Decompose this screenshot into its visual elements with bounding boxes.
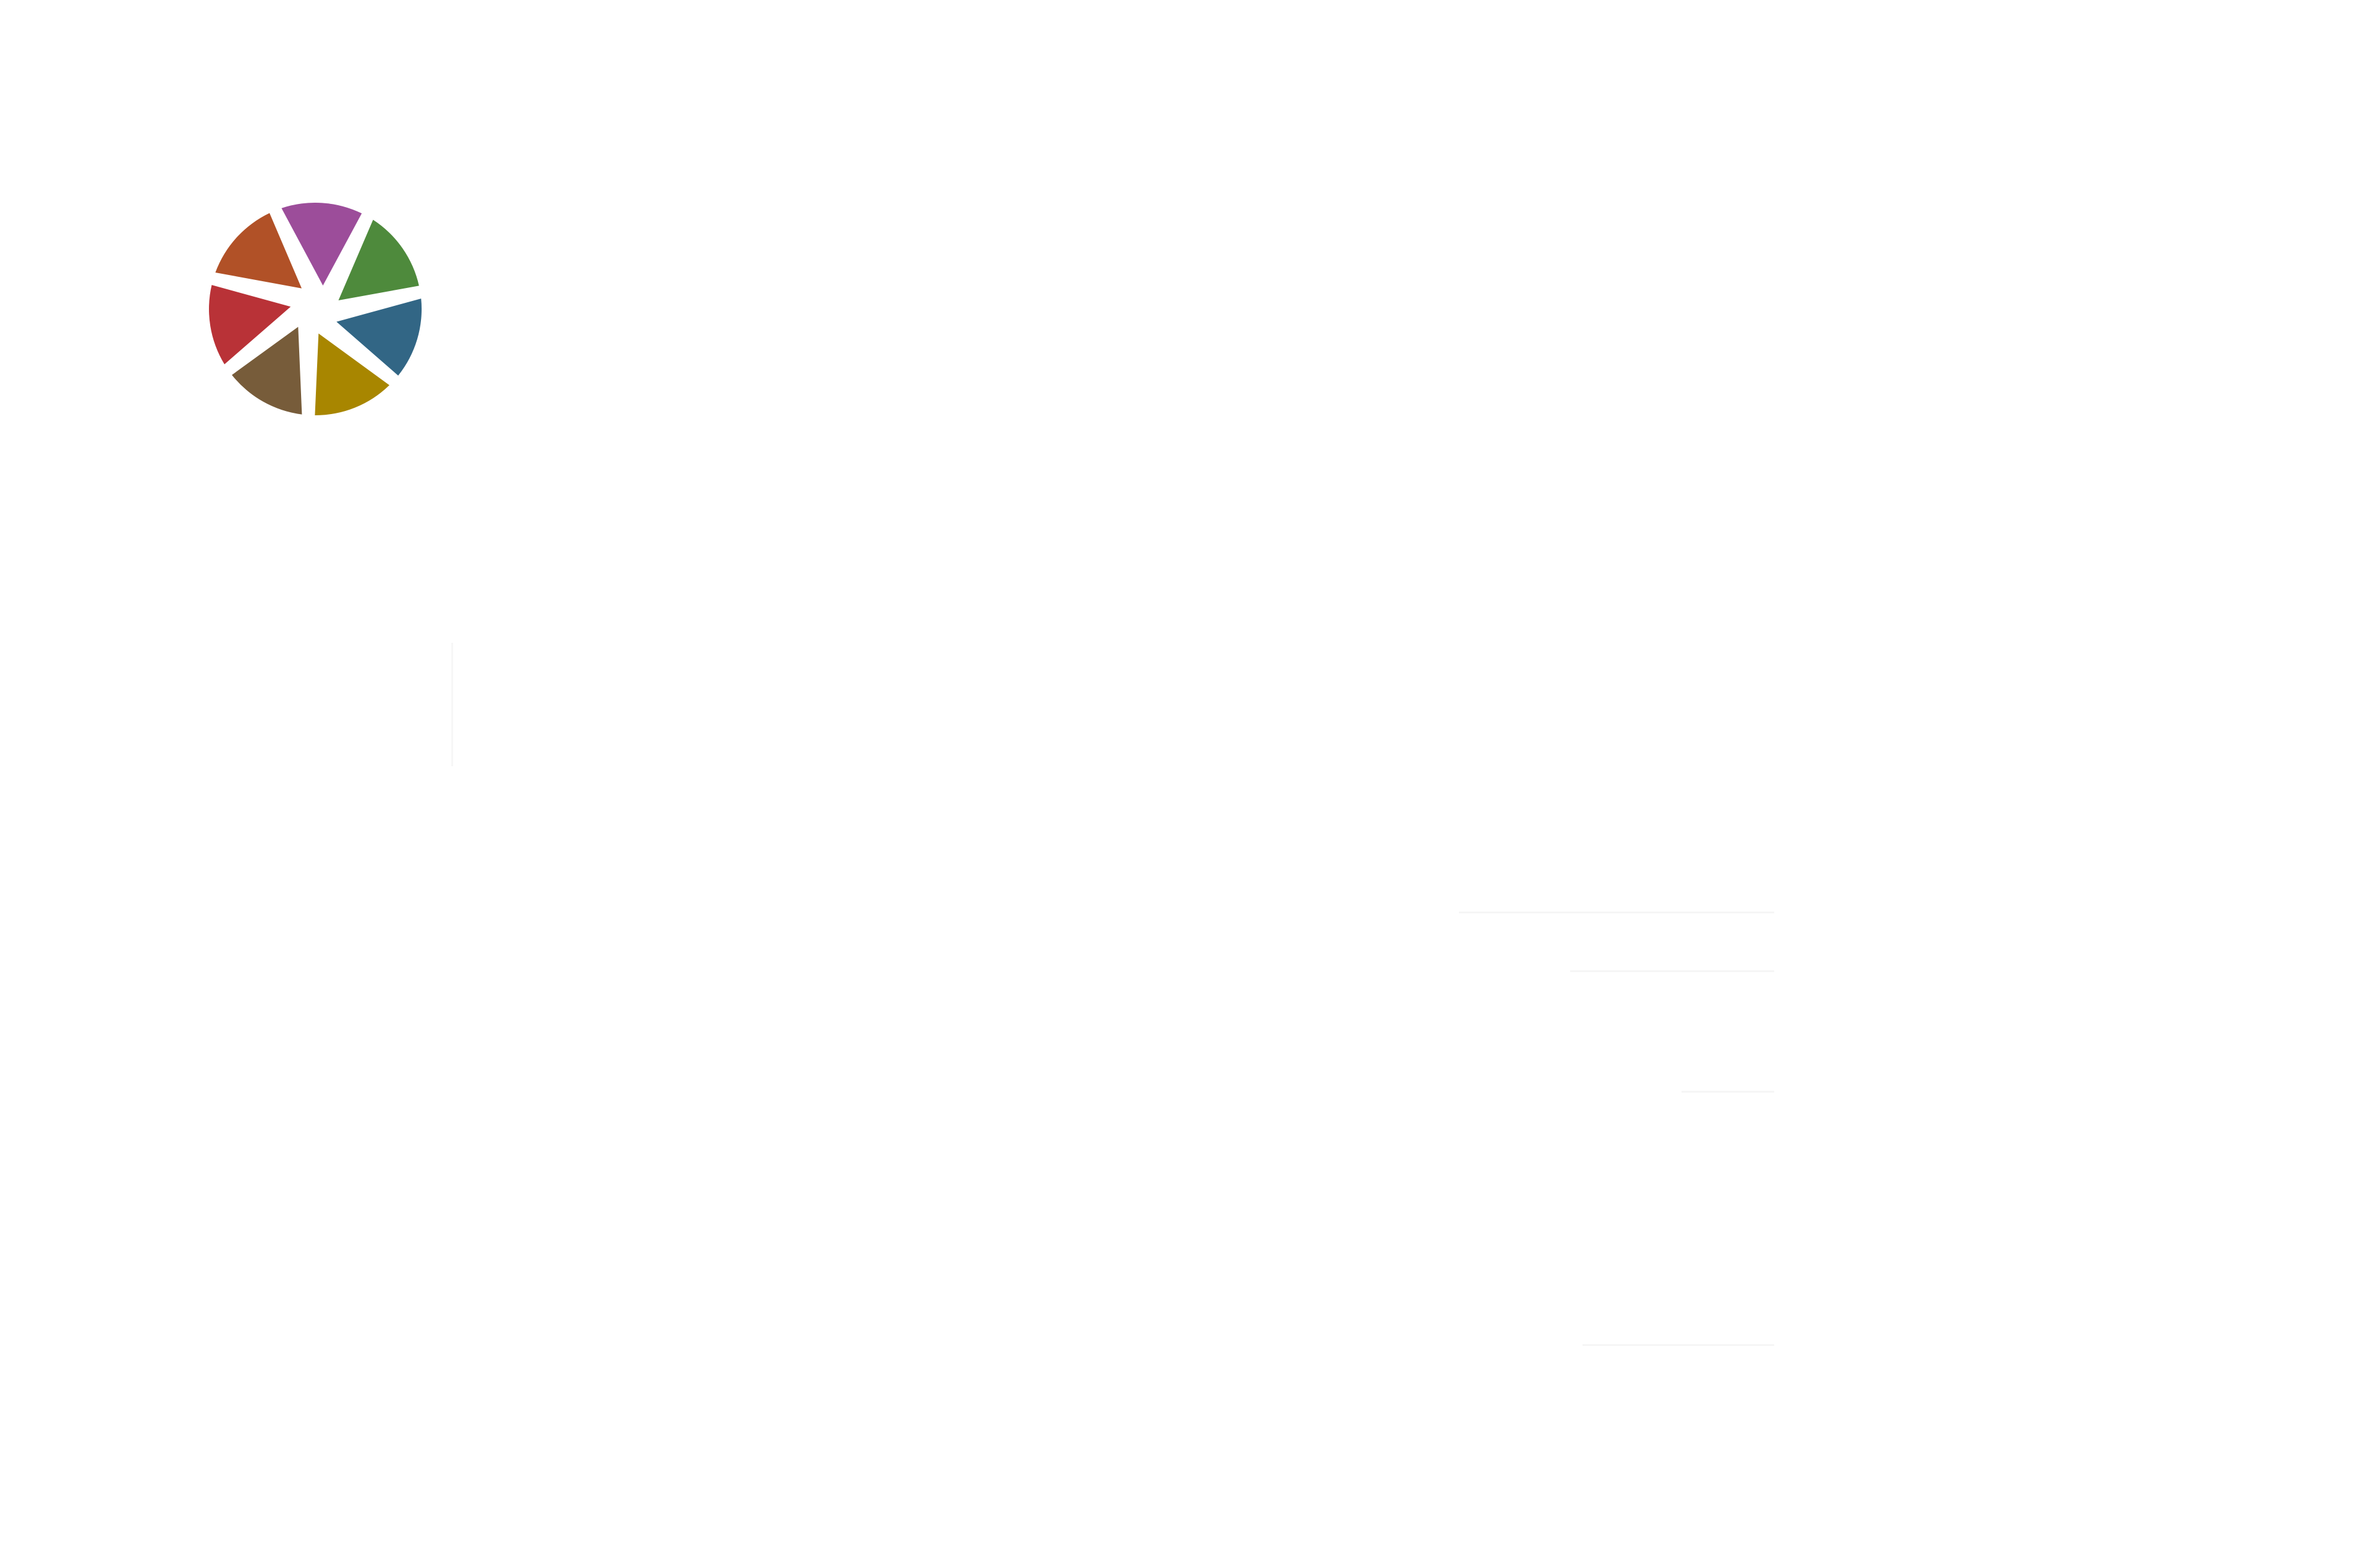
left-divider [451,643,453,766]
aperture-blade [209,285,291,365]
aperture-blade [215,213,302,289]
aperture-blade [232,326,302,415]
connector-line-2 [1570,970,1774,972]
aperture-blade [315,333,389,416]
connector-line-1 [1459,912,1774,913]
connector-line-4 [1583,1344,1774,1346]
connector-line-3 [1681,1091,1774,1093]
aperture-blade [336,298,422,376]
aperture-blade [281,202,362,286]
aperture-logo-icon [209,202,422,416]
aperture-blade [338,219,419,300]
